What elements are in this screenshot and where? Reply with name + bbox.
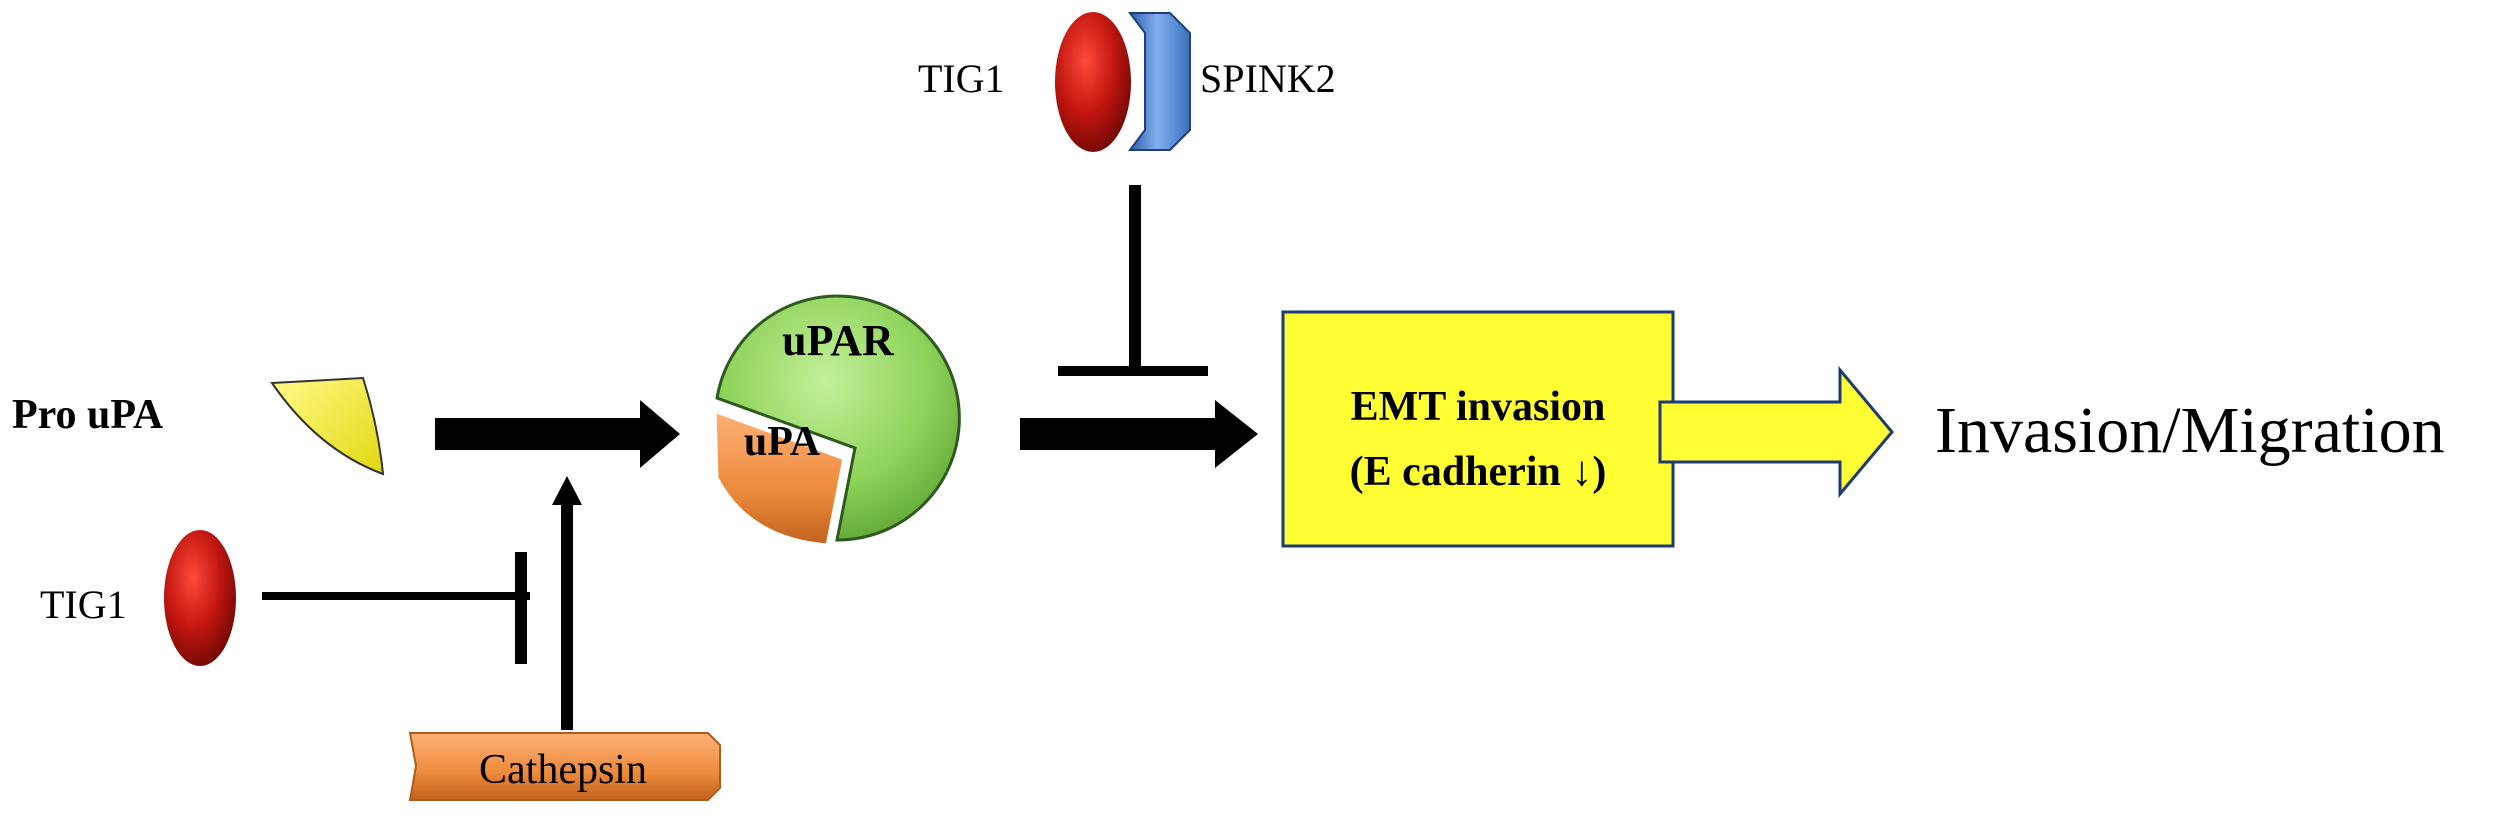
spink2-label: SPINK2 bbox=[1200, 56, 1336, 101]
spink2-icon bbox=[1128, 12, 1191, 151]
activation-arrow-2 bbox=[1020, 400, 1258, 468]
tig1-top-label: TIG1 bbox=[918, 56, 1005, 101]
emt-line2-label: (E cadherin ↓) bbox=[1350, 449, 1607, 495]
pro-upa-shape bbox=[270, 376, 385, 476]
cathepsin-arrow bbox=[552, 476, 582, 730]
upa-shape bbox=[711, 406, 848, 549]
cathepsin-node: Cathepsin bbox=[408, 732, 721, 801]
tig1-left-icon bbox=[164, 530, 236, 666]
tig1-left-label: TIG1 bbox=[40, 582, 127, 627]
upar-shape bbox=[715, 294, 961, 542]
pro-upa-label: Pro uPA bbox=[12, 392, 164, 438]
tig1-top-icon bbox=[1055, 12, 1131, 152]
upar-label: uPAR bbox=[782, 316, 895, 365]
spink2-inhibition-bar bbox=[1058, 185, 1208, 376]
emt-line1-label: EMT invasion bbox=[1351, 384, 1606, 430]
tig1-inhibition-bar bbox=[262, 552, 530, 664]
activation-arrow-1 bbox=[435, 400, 680, 468]
outcome-label: Invasion/Migration bbox=[1935, 394, 2445, 467]
emt-invasion-box: EMT invasion (E cadherin ↓) bbox=[1281, 310, 1675, 548]
cathepsin-label: Cathepsin bbox=[479, 747, 647, 793]
upa-label: uPA bbox=[744, 419, 821, 465]
upar-complex: uPAR uPA bbox=[711, 294, 961, 549]
outcome-block-arrow bbox=[1658, 365, 1894, 499]
